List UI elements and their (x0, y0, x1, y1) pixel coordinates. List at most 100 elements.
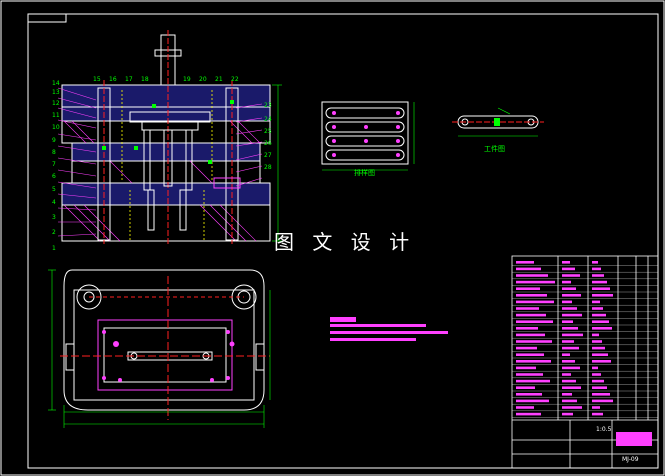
balloon-number: 17 (125, 76, 133, 83)
parts-row-name (516, 379, 550, 383)
balloon-number: 25 (264, 128, 272, 135)
scale-value: 1:0.5 (596, 426, 612, 433)
parts-row-name (516, 373, 543, 376)
balloon-number: 6 (52, 173, 56, 180)
die-section-view (57, 30, 282, 244)
parts-row-spec (592, 386, 607, 389)
balloon-number: 3 (52, 214, 56, 221)
parts-row-name (516, 327, 538, 330)
parts-row-material (562, 280, 571, 284)
parts-row-material (562, 393, 572, 396)
parts-list-table (511, 255, 659, 469)
inner-frame (27, 13, 659, 469)
parts-row-material (562, 307, 577, 310)
balloon-number: 22 (231, 76, 239, 83)
parts-row-spec (592, 307, 603, 310)
balloon-number: 7 (52, 161, 56, 168)
parts-row-spec (592, 393, 610, 396)
parts-row-material (562, 353, 570, 356)
parts-row-spec (592, 346, 605, 350)
balloon-number: 2 (52, 229, 56, 236)
parts-row-name (516, 294, 547, 297)
parts-row-spec (592, 340, 602, 343)
parts-row-spec (592, 300, 600, 304)
parts-row-name (516, 267, 541, 271)
parts-row-name (516, 333, 545, 337)
parts-row-material (562, 287, 576, 290)
parts-row-name (516, 280, 555, 284)
balloon-number: 23 (264, 102, 272, 109)
parts-row-spec (592, 399, 613, 403)
balloon-number: 13 (52, 89, 60, 96)
title-block-highlight (616, 432, 652, 446)
technical-notes (330, 317, 356, 327)
parts-row-material (562, 346, 579, 350)
parts-row-name (516, 353, 544, 356)
parts-row-material (562, 274, 580, 277)
parts-row-spec (592, 320, 609, 323)
parts-row-material (562, 360, 575, 363)
parts-row-name (516, 300, 554, 304)
parts-row-name (516, 313, 546, 317)
parts-row-material (562, 327, 578, 330)
parts-row-material (562, 386, 581, 389)
strip-layout-view (321, 101, 415, 171)
parts-row-spec (592, 327, 612, 330)
parts-row-name (516, 287, 540, 290)
watermark-text: 图 文 设 计 (274, 230, 416, 254)
parts-row-material (562, 412, 573, 416)
part-drawing-view (452, 107, 544, 137)
balloon-number: 10 (52, 124, 60, 131)
parts-row-name (516, 340, 552, 343)
die-plan-view (48, 269, 271, 428)
parts-row-spec (592, 261, 598, 264)
balloon-number: 27 (264, 152, 272, 159)
parts-row-spec (592, 294, 613, 297)
parts-list-rows (512, 261, 658, 418)
balloon-number: 9 (52, 137, 56, 144)
parts-row-spec (592, 379, 604, 383)
parts-row-spec (592, 353, 608, 356)
parts-row-name (516, 406, 534, 409)
parts-row-material (562, 373, 571, 376)
parts-row-spec (592, 366, 598, 370)
balloon-number: 15 (93, 76, 101, 83)
notes-title-bar (330, 317, 356, 322)
parts-row-spec (592, 360, 611, 363)
parts-row-name (516, 386, 535, 389)
parts-row-material (562, 333, 583, 337)
parts-row-material (562, 267, 575, 271)
balloon-number: 4 (52, 199, 56, 206)
parts-row-name (516, 393, 542, 396)
parts-row-spec (592, 333, 599, 337)
balloon-number: 11 (52, 112, 60, 119)
parts-row-material (562, 320, 573, 323)
part-drawing-label: 工件图 (484, 145, 505, 153)
parts-row-name (516, 346, 537, 350)
parts-row-name (516, 307, 539, 310)
balloon-number: 5 (52, 186, 56, 193)
parts-row-name (516, 366, 536, 370)
parts-row-spec (592, 373, 601, 376)
balloon-number: 8 (52, 149, 56, 156)
parts-row-spec (592, 287, 610, 290)
balloon-number: 21 (215, 76, 223, 83)
balloon-number: 20 (199, 76, 207, 83)
parts-row-material (562, 313, 582, 317)
parts-row-name (516, 360, 551, 363)
balloon-number: 18 (141, 76, 149, 83)
parts-row-name (516, 412, 541, 416)
parts-row-material (562, 406, 582, 409)
parts-row-spec (592, 412, 603, 416)
balloon-number: 1 (52, 245, 56, 252)
parts-row-spec (592, 274, 604, 277)
balloon-number: 26 (264, 140, 272, 147)
drawing-number: MJ-09 (622, 456, 639, 463)
parts-row-material (562, 399, 577, 403)
parts-row-name (516, 261, 534, 264)
parts-row-spec (592, 313, 606, 317)
balloon-number: 16 (109, 76, 117, 83)
parts-row-spec (592, 280, 607, 284)
